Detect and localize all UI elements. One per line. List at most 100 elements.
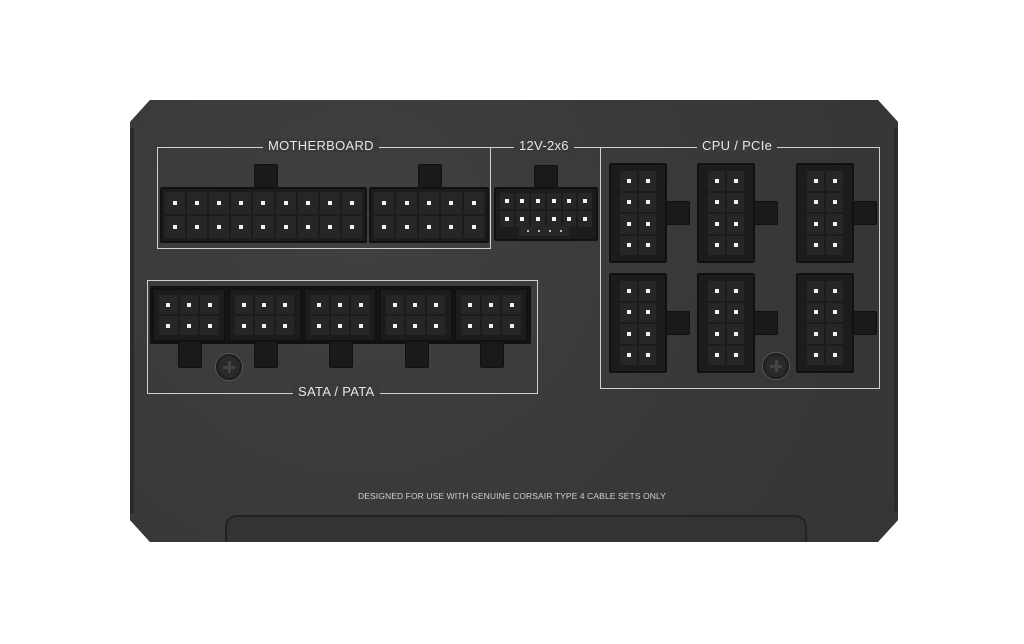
pin xyxy=(578,193,592,209)
pin xyxy=(807,324,824,344)
pin xyxy=(275,216,296,238)
pin xyxy=(639,235,656,255)
pin xyxy=(253,216,274,238)
sata-pata-connector-2[interactable] xyxy=(227,288,302,342)
pin xyxy=(639,214,656,234)
pin xyxy=(826,324,843,344)
pin xyxy=(234,295,254,314)
pin xyxy=(727,345,744,365)
pin xyxy=(255,316,274,335)
pin xyxy=(200,295,219,314)
pin xyxy=(165,216,186,238)
pin xyxy=(463,216,484,238)
pin xyxy=(826,192,843,212)
pin xyxy=(200,316,219,335)
sata-pata-connector-3[interactable] xyxy=(303,288,377,342)
sata-pata-connector-1[interactable] xyxy=(152,288,226,342)
pin xyxy=(531,211,545,227)
pin xyxy=(418,216,440,238)
pin xyxy=(727,302,744,322)
motherboard-section-frame xyxy=(157,147,491,249)
motherboard-connector-main[interactable] xyxy=(160,187,367,243)
pin xyxy=(727,235,744,255)
pin xyxy=(426,295,446,314)
pin xyxy=(620,235,637,255)
pin xyxy=(620,324,637,344)
pin xyxy=(385,295,405,314)
motherboard-label: MOTHERBOARD xyxy=(263,138,379,153)
pin xyxy=(441,216,462,238)
pin xyxy=(500,211,514,227)
motherboard-connector-aux[interactable] xyxy=(369,187,489,243)
pin xyxy=(275,295,295,314)
pin xyxy=(620,345,637,365)
pin xyxy=(727,281,744,301)
cpu-pcie-latch xyxy=(851,311,877,335)
pin xyxy=(547,193,561,209)
pin xyxy=(481,316,501,335)
pin xyxy=(253,192,274,214)
pin xyxy=(708,214,725,234)
pin xyxy=(639,324,656,344)
pin xyxy=(807,235,824,255)
cpu-pcie-connector-2[interactable] xyxy=(697,163,755,263)
cpu-pcie-connector-4[interactable] xyxy=(609,273,667,373)
pin xyxy=(639,345,656,365)
footer-notice: DESIGNED FOR USE WITH GENUINE CORSAIR TY… xyxy=(358,491,666,501)
pin xyxy=(179,316,199,335)
pin xyxy=(826,235,843,255)
sata-pata-latch xyxy=(178,340,202,368)
sata-pata-latch xyxy=(329,340,353,368)
pin xyxy=(351,295,370,314)
pin xyxy=(500,193,514,209)
pin xyxy=(319,192,340,214)
pin xyxy=(502,316,521,335)
sata-pata-connector-5[interactable] xyxy=(454,288,528,342)
cpu-pcie-connector-1[interactable] xyxy=(609,163,667,263)
pin xyxy=(639,302,656,322)
pin xyxy=(807,192,824,212)
pin xyxy=(330,295,350,314)
pin xyxy=(708,345,725,365)
pin xyxy=(502,295,521,314)
cpu-pcie-connector-5[interactable] xyxy=(697,273,755,373)
pin xyxy=(461,316,480,335)
pin xyxy=(461,295,480,314)
pin xyxy=(807,171,824,191)
pin xyxy=(708,281,725,301)
pin xyxy=(231,192,252,214)
pin xyxy=(708,192,725,212)
pin xyxy=(179,295,199,314)
pin xyxy=(209,216,230,238)
pin xyxy=(807,302,824,322)
pin xyxy=(620,281,637,301)
cpu-pcie-connector-3[interactable] xyxy=(796,163,854,263)
pin xyxy=(406,295,425,314)
pin xyxy=(310,316,329,335)
pin xyxy=(341,216,362,238)
pin xyxy=(385,316,405,335)
pin xyxy=(515,193,530,209)
pin xyxy=(639,192,656,212)
pin xyxy=(727,324,744,344)
sata-pata-connector-4[interactable] xyxy=(378,288,453,342)
pin xyxy=(826,214,843,234)
pin xyxy=(297,192,318,214)
gpu-12v-label: 12V-2x6 xyxy=(514,138,574,153)
pin xyxy=(515,211,530,227)
cpu-pcie-latch xyxy=(752,201,778,225)
pin xyxy=(165,192,186,214)
pin xyxy=(255,295,274,314)
pin xyxy=(708,302,725,322)
sata-pata-label: SATA / PATA xyxy=(293,384,380,399)
screw-icon-cpu xyxy=(762,352,790,380)
pin xyxy=(639,281,656,301)
pin xyxy=(374,216,395,238)
pin xyxy=(297,216,318,238)
sata-pata-latch xyxy=(253,340,278,368)
pin xyxy=(481,295,501,314)
pin xyxy=(310,295,329,314)
cpu-pcie-connector-6[interactable] xyxy=(796,273,854,373)
pin xyxy=(319,216,340,238)
pin xyxy=(531,193,545,209)
